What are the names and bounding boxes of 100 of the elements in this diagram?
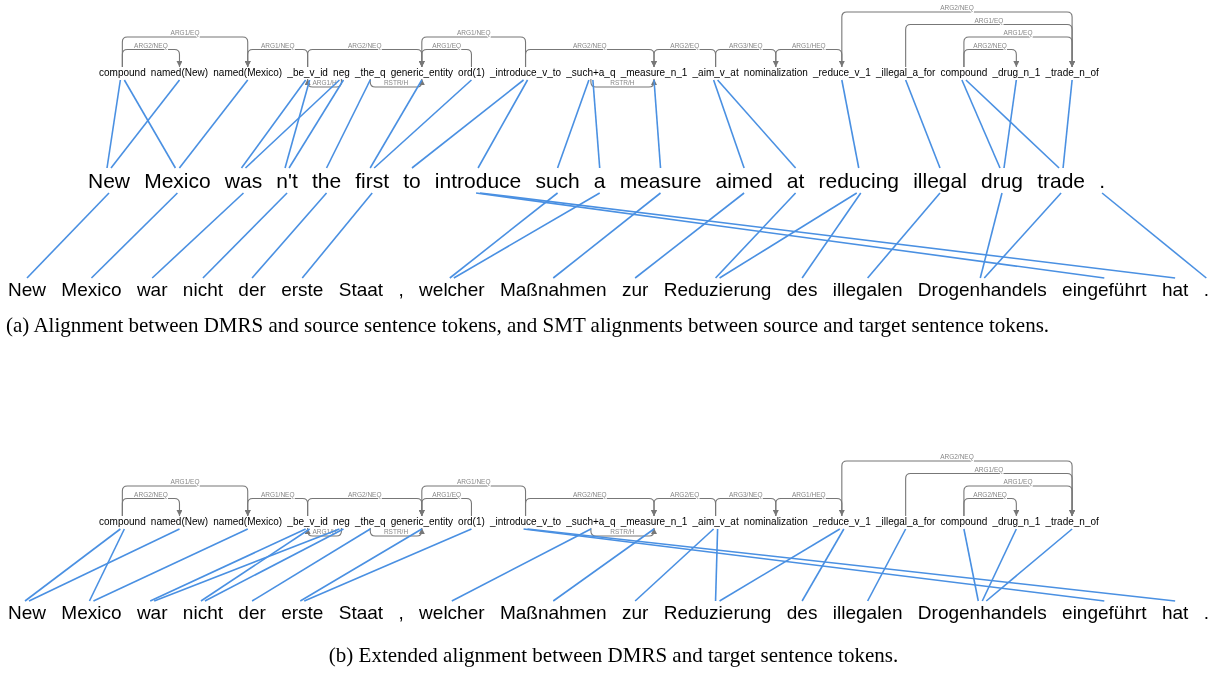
- target-token: .: [1203, 603, 1209, 622]
- source-token: .: [1099, 170, 1105, 191]
- target-token: des: [786, 280, 818, 299]
- target-token: Reduzierung: [663, 603, 772, 622]
- dmrs-node-label: ord(1): [458, 517, 485, 527]
- dependency-arc: [244, 48, 309, 68]
- dependency-arc: [841, 11, 1076, 68]
- alignment-line: [123, 79, 177, 169]
- alignment-line: [251, 528, 372, 602]
- target-token: eingeführt: [1062, 280, 1147, 299]
- source-token: trade: [1037, 170, 1085, 191]
- alignment-line: [26, 192, 110, 279]
- dmrs-node-label: neg: [333, 517, 350, 527]
- dependency-arc: [244, 497, 309, 517]
- alignment-line: [24, 528, 122, 602]
- dependency-arc: [418, 485, 527, 517]
- source-token: at: [786, 170, 805, 191]
- dependency-arc: [963, 48, 1020, 68]
- alignment-line: [449, 192, 559, 279]
- alignment-line: [90, 192, 179, 279]
- dmrs-node-label: _reduce_v_1: [812, 68, 871, 78]
- alignment-line: [301, 192, 373, 279]
- alignment-line: [284, 79, 311, 169]
- source-token: aimed: [715, 170, 773, 191]
- alignment-line: [200, 528, 311, 602]
- alignment-line: [178, 79, 249, 169]
- target-token: eingeführt: [1062, 603, 1147, 622]
- source-token: illegal: [913, 170, 967, 191]
- dependency-arc: [525, 497, 657, 517]
- target-token: des: [786, 603, 818, 622]
- dmrs-node-label: _aim_v_at: [692, 517, 739, 527]
- alignment-line: [288, 79, 345, 169]
- target-token: war: [136, 603, 168, 622]
- alignment-line: [325, 79, 372, 169]
- alignment-line: [1062, 79, 1073, 169]
- dependency-arc: [963, 497, 1020, 517]
- source-token: was: [224, 170, 263, 191]
- alignment-line: [961, 79, 1001, 169]
- dependency-arc: [963, 485, 1076, 517]
- dmrs-node-label: nominalization: [743, 517, 808, 527]
- dependency-arc: [121, 48, 183, 68]
- target-token: Staat: [338, 603, 384, 622]
- dependency-arc: [841, 460, 1076, 517]
- dmrs-node-label: neg: [333, 68, 350, 78]
- target-token: zur: [621, 280, 649, 299]
- alignment-line: [592, 79, 601, 169]
- alignment-line: [451, 528, 592, 602]
- alignment-line: [151, 192, 245, 279]
- alignment-line: [634, 528, 715, 602]
- alignment-line: [552, 192, 662, 279]
- target-token: zur: [621, 603, 649, 622]
- alignment-line: [801, 528, 845, 602]
- dmrs-node-label: named(New): [150, 68, 209, 78]
- dependency-arc: [715, 48, 779, 68]
- alignment-line: [202, 192, 288, 279]
- target-token: New: [8, 280, 46, 299]
- target-token: war: [136, 280, 168, 299]
- dmrs-node-label: _the_q: [354, 517, 386, 527]
- dmrs-node-label: _drug_n_1: [992, 68, 1041, 78]
- target-token: Drogenhandels: [917, 603, 1047, 622]
- target-token: Maßnahmen: [499, 280, 607, 299]
- target-token: Drogenhandels: [917, 280, 1047, 299]
- alignment-line: [106, 79, 122, 169]
- alignment-line: [92, 528, 249, 602]
- target-token: welcher: [419, 603, 485, 622]
- dmrs-node-label: generic_entity: [390, 68, 453, 78]
- alignment-line: [714, 192, 797, 279]
- alignment-line: [965, 79, 1060, 169]
- target-token: Mexico: [61, 280, 122, 299]
- alignment-line: [453, 192, 601, 279]
- alignment-line: [153, 528, 341, 602]
- alignment-line: [240, 79, 307, 169]
- alignment-line: [149, 528, 307, 602]
- alignment-line: [204, 528, 345, 602]
- dmrs-node-label: nominalization: [743, 68, 808, 78]
- dependency-arc: [590, 527, 657, 537]
- target-token: hat: [1161, 280, 1189, 299]
- source-token: Mexico: [144, 170, 211, 191]
- target-token: nicht: [182, 280, 223, 299]
- source-token: measure: [619, 170, 702, 191]
- dmrs-node-label: _illegal_a_for: [875, 68, 936, 78]
- dmrs-node-label: _introduce_v_to: [489, 68, 562, 78]
- dmrs-node-label: _measure_n_1: [620, 68, 688, 78]
- source-token: first: [355, 170, 390, 191]
- dmrs-node-label: _trade_n_of: [1045, 68, 1099, 78]
- alignment-line: [801, 192, 862, 279]
- alignment-line: [718, 192, 858, 279]
- dependency-arc: [715, 497, 779, 517]
- dependency-arc: [369, 527, 425, 537]
- alignment-line: [110, 79, 181, 169]
- alignment-line: [251, 192, 328, 279]
- target-token: erste: [281, 603, 324, 622]
- dmrs-node-label: _the_q: [354, 68, 386, 78]
- dmrs-node-label: named(Mexico): [213, 517, 283, 527]
- target-token: illegalen: [832, 280, 903, 299]
- target-token: welcher: [419, 280, 485, 299]
- dependency-arc: [525, 48, 657, 68]
- alignment-line: [1003, 79, 1018, 169]
- dmrs-node-label: compound: [99, 68, 146, 78]
- dmrs-node-label: ord(1): [458, 68, 485, 78]
